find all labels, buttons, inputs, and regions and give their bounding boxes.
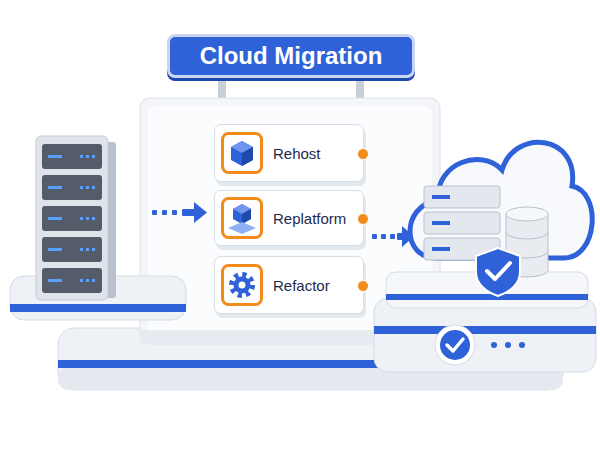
gear-icon bbox=[221, 264, 263, 306]
strategy-label: Replatform bbox=[273, 210, 346, 227]
connector-dot bbox=[357, 148, 369, 160]
strategy-box: Refactor bbox=[214, 256, 364, 314]
cube-icon bbox=[221, 132, 263, 174]
title-banner: Cloud Migration bbox=[167, 34, 415, 78]
strategy-box: Rehost bbox=[214, 124, 364, 182]
strategy-label: Rehost bbox=[273, 145, 321, 162]
connector-dot bbox=[357, 280, 369, 292]
strategy-box: Replatform bbox=[214, 190, 364, 246]
strategy-label: Refactor bbox=[273, 277, 330, 294]
diagram-title: Cloud Migration bbox=[200, 42, 383, 70]
cloud-platform bbox=[374, 142, 596, 372]
platform-icon bbox=[221, 197, 263, 239]
connector-dot bbox=[357, 213, 369, 225]
on-premise-server bbox=[10, 136, 186, 320]
